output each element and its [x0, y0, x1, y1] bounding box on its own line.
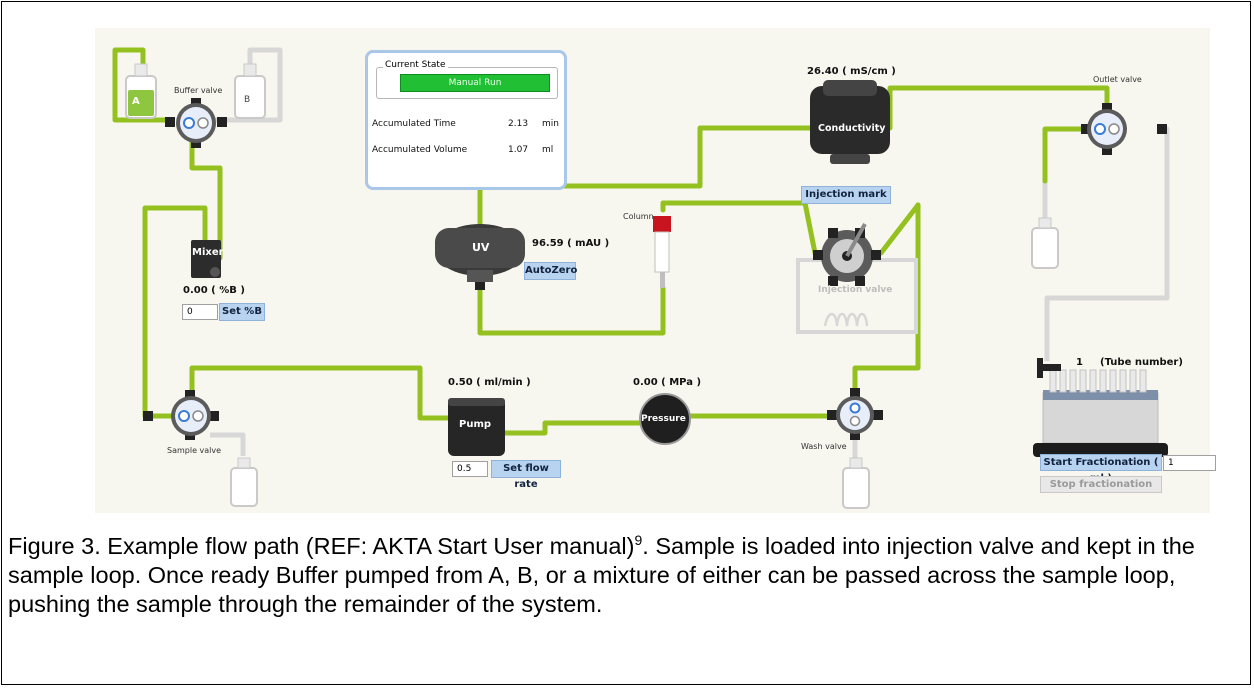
injection-valve-label: Injection valve: [818, 285, 893, 295]
outlet-bottle: [1031, 217, 1059, 269]
injection-mark-button[interactable]: Injection mark: [801, 186, 891, 204]
accumulated-volume-label: Accumulated Volume: [372, 145, 468, 155]
conductivity-monitor: [810, 80, 890, 164]
outlet-valve-label: Outlet valve: [1093, 75, 1142, 84]
sample-valve-label: Sample valve: [167, 446, 222, 455]
accumulated-time-unit: min: [542, 119, 559, 129]
tube-number-label: (Tube number): [1100, 357, 1183, 368]
buffer-valve-label: Buffer valve: [174, 86, 223, 95]
wash-valve[interactable]: [827, 388, 883, 440]
uv-detector: [435, 224, 525, 290]
set-flow-rate-button[interactable]: Set flow rate: [491, 460, 561, 490]
conductivity-value: 26.40 ( mS/cm ): [807, 66, 896, 77]
outlet-valve[interactable]: [1081, 103, 1167, 155]
mixer-label: Mixer: [192, 247, 224, 258]
conductivity-label: Conductivity: [818, 123, 886, 134]
fraction-collector: [1033, 358, 1168, 457]
start-fractionation-button[interactable]: Start Fractionation ( ml ): [1040, 454, 1162, 484]
caption-text-after: . Sample is loaded into injection valve …: [8, 532, 1195, 617]
caption-reference: 9: [634, 532, 643, 548]
sample-bottle: [230, 457, 258, 507]
flow-rate-value: 0.50 ( ml/min ): [448, 377, 531, 388]
pump-label: Pump: [459, 419, 492, 430]
tube-number-value: 1: [1076, 357, 1083, 368]
accumulated-volume-unit: ml: [542, 145, 554, 155]
injection-valve[interactable]: [796, 223, 918, 334]
fractionation-input[interactable]: 1: [1163, 455, 1216, 471]
buffer-b-label: B: [244, 95, 251, 105]
buffer-a-bottle: [125, 63, 157, 119]
pressure-label: Pressure: [641, 414, 686, 424]
mixer: [191, 240, 221, 278]
pressure-value: 0.00 ( MPa ): [633, 377, 702, 388]
column-label: Column: [623, 212, 654, 221]
inactive-tubing: [210, 47, 1170, 458]
accumulated-volume-value: 1.07: [508, 145, 529, 155]
buffer-b-bottle: [234, 63, 266, 119]
percent-b-value: 0.00 ( %B ): [183, 285, 245, 296]
column: [653, 216, 671, 288]
figure-caption: Figure 3. Example flow path (REF: AKTA S…: [8, 526, 1244, 619]
autozero-button[interactable]: AutoZero: [524, 262, 577, 280]
sample-valve[interactable]: [143, 390, 219, 440]
accumulated-time-label: Accumulated Time: [372, 119, 456, 129]
flow-path-diagram: [112, 47, 1170, 509]
waste-bottle: [842, 457, 870, 509]
uv-value: 96.59 ( mAU ): [532, 238, 610, 249]
current-state-legend: Current State: [383, 60, 448, 70]
buffer-valve[interactable]: [165, 98, 227, 148]
current-state-panel: Current State Manual Run Accumulated Tim…: [365, 50, 567, 190]
wash-valve-label: Wash valve: [801, 442, 847, 451]
buffer-a-label: A: [132, 96, 140, 107]
stop-fractionation-button[interactable]: Stop fractionation: [1040, 476, 1162, 493]
accumulated-time-value: 2.13: [508, 119, 529, 129]
flow-path-panel: A B Buffer valve Mixer 0.00 ( %B ) 0 Set…: [95, 28, 1216, 513]
run-status-bar: Manual Run: [400, 74, 550, 92]
set-percent-b-button[interactable]: Set %B: [219, 303, 265, 321]
percent-b-input[interactable]: 0: [182, 304, 218, 320]
pressure-sensor: [639, 393, 691, 445]
pump: [448, 398, 505, 456]
current-state-group: Current State Manual Run: [376, 60, 558, 99]
flow-rate-input[interactable]: 0.5: [452, 461, 488, 477]
caption-text-before: Figure 3. Example flow path (REF: AKTA S…: [8, 532, 635, 559]
uv-label: UV: [472, 241, 490, 254]
